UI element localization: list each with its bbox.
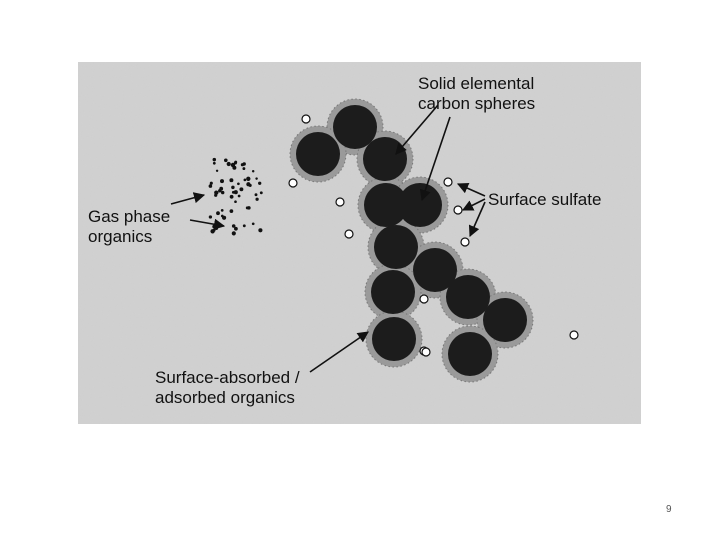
sulfate-circle-11 (422, 348, 430, 356)
sulfate-circle-3 (336, 198, 344, 206)
gas-dot (260, 191, 263, 194)
page-number: 9 (666, 504, 672, 515)
gas-dot (246, 182, 250, 186)
sulfate-circle-5 (444, 178, 452, 186)
label-solid-carbon-line2: carbon spheres (418, 94, 535, 114)
label-adsorbed-line1: Surface-absorbed / (155, 368, 300, 388)
gas-dot (230, 195, 234, 199)
carbon-sphere-12 (448, 332, 492, 376)
gas-dot (214, 226, 218, 230)
gas-dot (222, 216, 226, 220)
gas-dot (216, 170, 218, 172)
gas-dot (244, 179, 247, 182)
gas-dot (232, 231, 236, 235)
gas-dot (231, 186, 234, 189)
carbon-sphere-3 (363, 137, 407, 181)
gas-dot (241, 163, 244, 166)
gas-dot (258, 182, 261, 185)
gas-dot (221, 209, 224, 212)
sulfate-circle-8 (420, 295, 428, 303)
label-surface-sulfate: Surface sulfate (488, 190, 601, 210)
carbon-sphere-8 (371, 270, 415, 314)
gas-dot (209, 215, 212, 218)
sulfate-circle-7 (461, 238, 469, 246)
gas-dot (224, 159, 228, 163)
gas-dot (234, 161, 237, 164)
gas-dot (255, 177, 257, 179)
gas-dot (220, 179, 224, 183)
gas-dot (219, 187, 223, 191)
carbon-sphere-2 (296, 132, 340, 176)
gas-dot (210, 182, 213, 185)
soot-particle-diagram: Solid elemental carbon spheres Surface s… (78, 62, 641, 424)
gas-dot (213, 162, 216, 165)
gas-dot (255, 193, 258, 196)
gas-dot (209, 184, 213, 188)
gas-dot (252, 170, 254, 172)
gas-dot (246, 177, 250, 181)
sulfate-circle-4 (345, 230, 353, 238)
gas-dot (239, 187, 243, 191)
label-solid-carbon-line1: Solid elemental (418, 74, 534, 94)
gas-dot (213, 158, 216, 161)
sulfate-circle-2 (289, 179, 297, 187)
gas-dot (258, 228, 262, 232)
gas-dot (255, 198, 258, 201)
gas-dot (252, 222, 255, 225)
gas-dot (230, 209, 234, 213)
label-gas-phase-line2: organics (88, 227, 152, 247)
sulfate-circle-10 (570, 331, 578, 339)
sulfate-circle-1 (302, 115, 310, 123)
sulfate-circle-6 (454, 206, 462, 214)
gas-dot (232, 166, 236, 170)
gas-dot (227, 162, 231, 166)
carbon-sphere-10 (483, 298, 527, 342)
carbon-sphere-1 (333, 105, 377, 149)
gas-dot (243, 224, 246, 227)
carbon-sphere-9 (446, 275, 490, 319)
gas-dot (234, 227, 238, 231)
label-adsorbed-line2: adsorbed organics (155, 388, 295, 408)
gas-dot (242, 167, 245, 170)
gas-dot (234, 200, 237, 203)
gas-dot (214, 194, 217, 197)
gas-dot (238, 195, 241, 198)
gas-dot (232, 191, 235, 194)
label-gas-phase-line1: Gas phase (88, 207, 170, 227)
carbon-sphere-5 (398, 183, 442, 227)
carbon-sphere-11 (372, 317, 416, 361)
gas-dot (229, 178, 233, 182)
gas-dot (216, 211, 220, 215)
gas-dot (237, 182, 240, 185)
gas-dot (221, 191, 224, 194)
gas-dot (246, 206, 249, 209)
carbon-sphere-6 (374, 225, 418, 269)
